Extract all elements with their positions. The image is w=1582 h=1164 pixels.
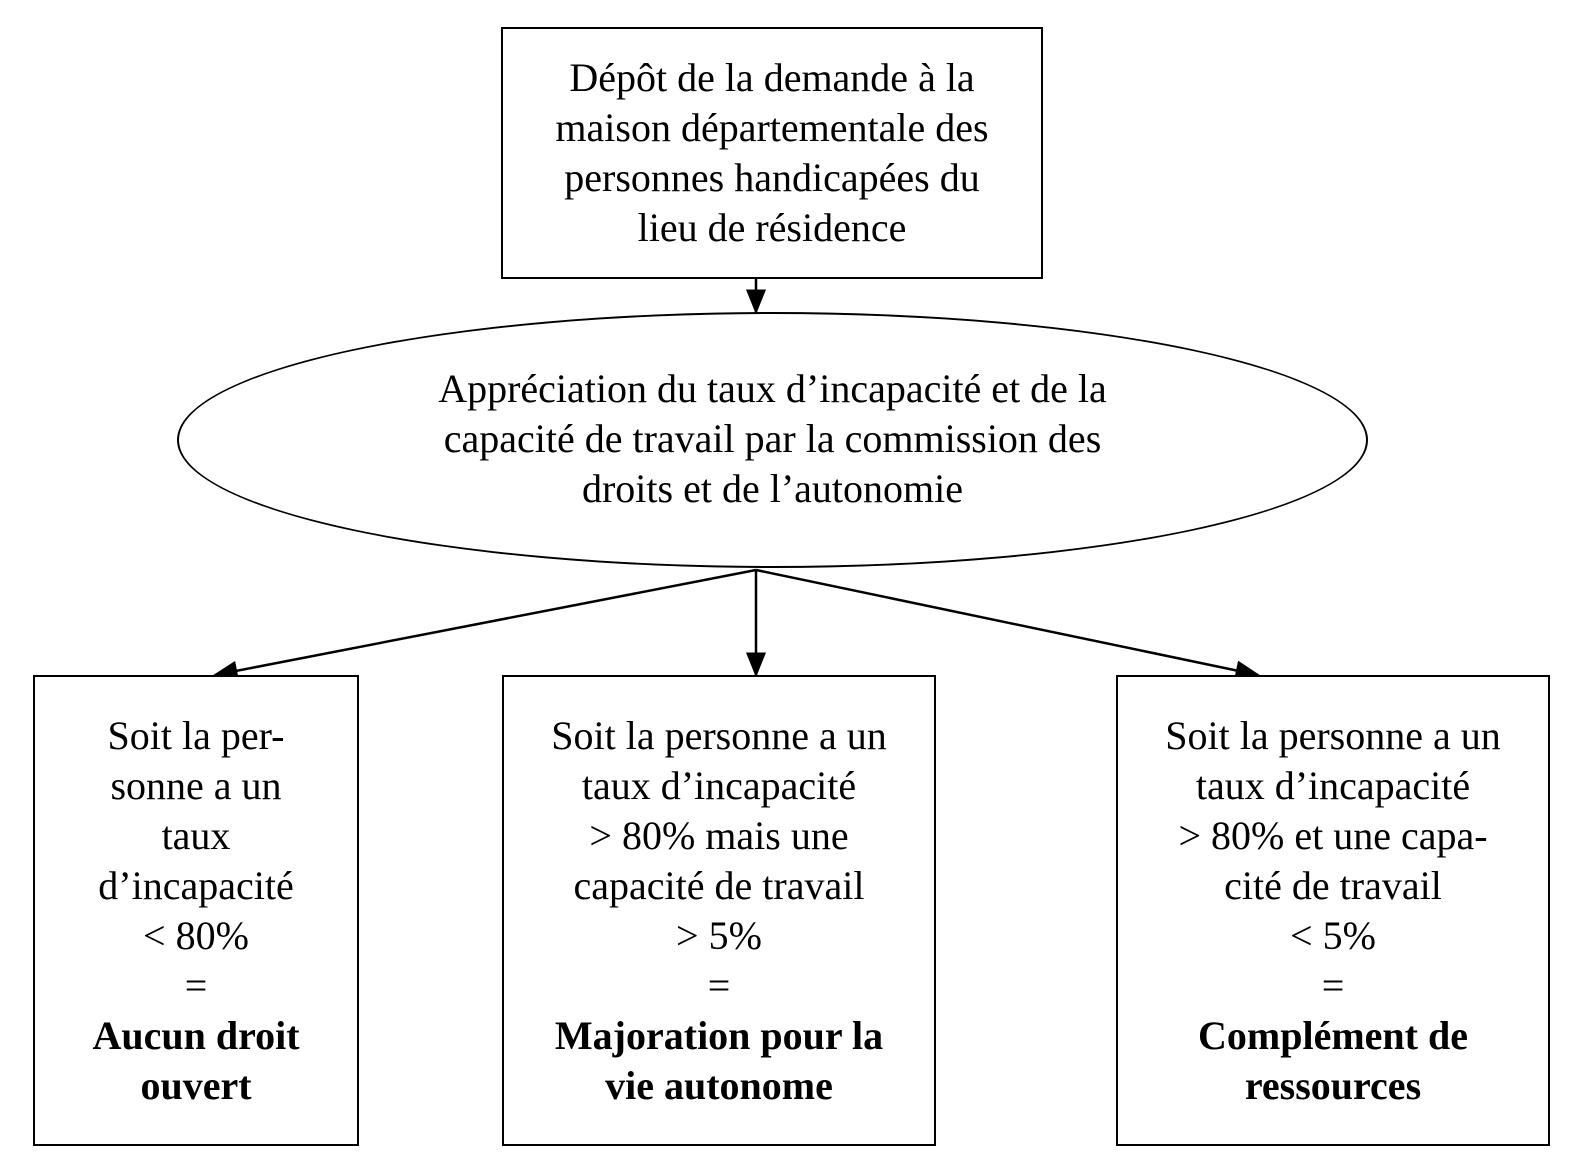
node-result-line: Majoration pour la bbox=[554, 1012, 884, 1058]
node-text-line: < 5% bbox=[1290, 912, 1376, 958]
node-text-line: taux bbox=[161, 812, 231, 858]
node-text-line: taux d’incapacité bbox=[1195, 762, 1471, 808]
node-text-line: cité de travail bbox=[1224, 862, 1442, 908]
node-text-line: = bbox=[184, 962, 208, 1008]
node-text-line: = bbox=[1321, 962, 1345, 1008]
node-result-line: Aucun droit bbox=[92, 1012, 300, 1058]
node-text-line: Soit la personne a un bbox=[551, 712, 887, 758]
node-text-line: sonne a un bbox=[110, 762, 282, 808]
node-text-line: Soit la personne a un bbox=[1165, 712, 1501, 758]
node-outcome-complement: Soit la personne a un taux d’incapacité … bbox=[1116, 675, 1550, 1146]
node-outcome-aucun-droit: Soit la per- sonne a un taux d’incapacit… bbox=[33, 675, 359, 1146]
arrow-appreciation-to-complement bbox=[755, 568, 1261, 681]
node-text-line: taux d’incapacité bbox=[581, 762, 857, 808]
node-text-line: = bbox=[707, 962, 731, 1008]
node-result-line: vie autonome bbox=[605, 1062, 833, 1108]
node-text-line: > 80% mais une bbox=[589, 812, 849, 858]
node-text-line: > 5% bbox=[676, 912, 762, 958]
node-depot-demande: Dépôt de la demande à la maison départem… bbox=[501, 27, 1043, 279]
node-text-line: > 80% et une capa- bbox=[1178, 812, 1488, 858]
node-result-line: ressources bbox=[1244, 1062, 1422, 1108]
node-text-line: lieu de résidence bbox=[637, 205, 907, 250]
node-text-line: Dépôt de la demande à la bbox=[569, 55, 975, 100]
node-text-line: < 80% bbox=[143, 912, 249, 958]
node-text-line: personnes handicapées du bbox=[564, 155, 980, 200]
node-outcome-majoration: Soit la personne a un taux d’incapacité … bbox=[502, 675, 936, 1146]
node-result-line: Complément de bbox=[1198, 1012, 1468, 1058]
node-text-line: Appréciation du taux d’incapacité et de … bbox=[438, 366, 1107, 411]
node-result-line: ouvert bbox=[140, 1062, 252, 1108]
arrow-appreciation-to-aucun bbox=[212, 568, 757, 681]
node-text-line: Soit la per- bbox=[107, 712, 285, 758]
node-text-line: capacité de travail par la commission de… bbox=[443, 416, 1102, 461]
node-text-line: d’incapacité bbox=[98, 862, 294, 908]
node-text-line: maison départementale des bbox=[555, 105, 989, 150]
node-text-line: droits et de l’autonomie bbox=[581, 466, 963, 511]
node-appreciation-commission: Appréciation du taux d’incapacité et de … bbox=[177, 312, 1368, 568]
node-text-line: capacité de travail bbox=[573, 862, 865, 908]
